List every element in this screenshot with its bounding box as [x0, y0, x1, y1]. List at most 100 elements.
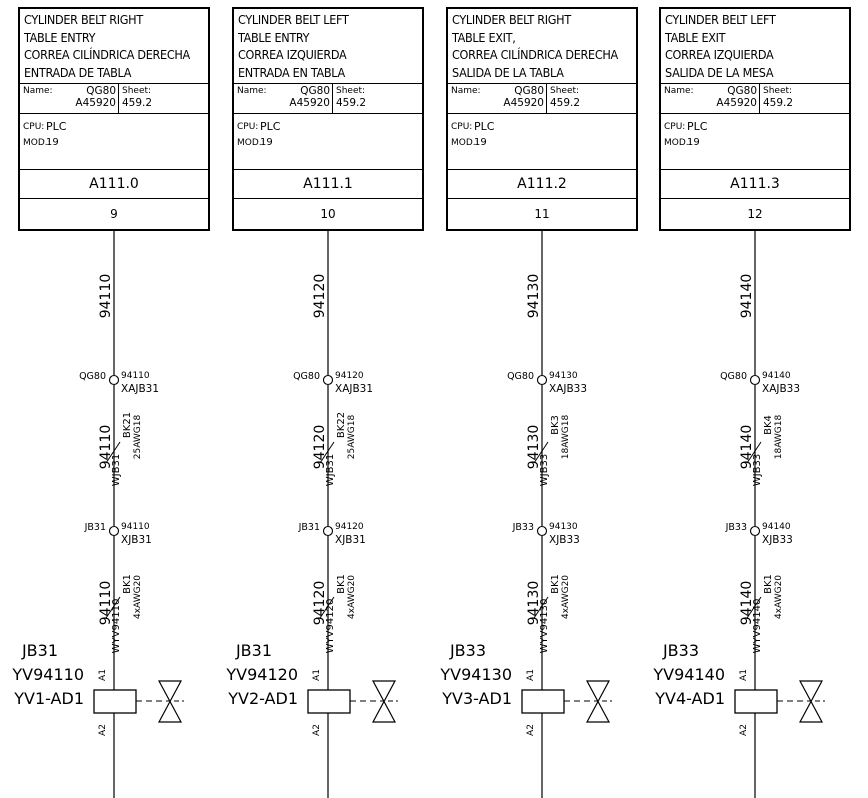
terminal-strip: XAJB31	[335, 383, 373, 395]
pin-label: A2	[98, 724, 108, 736]
terminal-source: QG80	[507, 371, 534, 382]
terminal-strip: XAJB31	[121, 383, 159, 395]
cable-color: BK1	[122, 574, 133, 594]
mod-label: MOD.:	[451, 138, 479, 148]
terminal-number: 94140	[762, 371, 791, 381]
cable-color: BK22	[336, 412, 347, 438]
pin-label: A2	[312, 724, 322, 736]
valve-symbol	[798, 680, 824, 723]
terminal-strip: XJB31	[121, 534, 152, 546]
cable-color: BK1	[763, 574, 774, 594]
cable-wire-number: 94110	[98, 425, 114, 470]
cable-id: WYV94140	[752, 599, 763, 654]
drawing-number: A45920	[289, 97, 330, 109]
solenoid-coil	[307, 689, 351, 714]
cable-id: WYV94110	[111, 599, 122, 654]
plc-address: A111.0	[20, 169, 208, 199]
plc-address: A111.1	[234, 169, 422, 199]
cable-color: BK1	[336, 574, 347, 594]
cable-wire-number: 94130	[526, 425, 542, 470]
column-number: 10	[320, 207, 336, 221]
valve-symbol	[585, 680, 611, 723]
description-line: TABLE ENTRY	[238, 29, 310, 45]
description-line: CYLINDER BELT RIGHT	[452, 12, 571, 27]
terminal-number: 94120	[335, 522, 364, 532]
name-value: QG80	[727, 85, 757, 97]
pin-label: A1	[526, 669, 536, 681]
cpu-value: PLC	[474, 120, 495, 133]
description-line: TABLE EXIT,	[452, 29, 516, 45]
terminal-source: JB33	[512, 522, 534, 533]
device-tag: YV94120	[225, 665, 298, 684]
cable-mark	[319, 441, 335, 464]
description-line: CYLINDER BELT LEFT	[238, 12, 349, 27]
terminal-strip: XJB33	[762, 534, 793, 546]
cable-mark	[105, 596, 121, 619]
terminal-number: 94130	[549, 371, 578, 381]
name-value: QG80	[86, 85, 116, 97]
sheet-label: Sheet:	[122, 86, 152, 96]
column-number: 9	[110, 207, 118, 221]
junction-box-label: JB31	[21, 641, 58, 660]
terminal-symbol	[108, 525, 120, 537]
valve-symbol	[371, 680, 397, 723]
device-name: YV3-AD1	[441, 689, 512, 708]
pin-label: A2	[739, 724, 749, 736]
cable-spec: 25AWG18	[347, 415, 357, 460]
cable-wire-number: 94130	[526, 581, 542, 626]
terminal-symbol	[322, 374, 334, 386]
description-line: CYLINDER BELT RIGHT	[24, 12, 143, 27]
cable-color: BK3	[550, 415, 561, 435]
junction-box-label: JB31	[235, 641, 272, 660]
cable-wire-number: 94120	[312, 425, 328, 470]
wire-number: 94130	[526, 274, 542, 319]
drawing-number: A45920	[716, 97, 757, 109]
solenoid-coil	[93, 689, 137, 714]
device-name: YV4-AD1	[654, 689, 725, 708]
drawing-number: A45920	[75, 97, 116, 109]
plc-address: A111.2	[448, 169, 636, 199]
cable-mark	[533, 441, 549, 464]
cpu-value: PLC	[260, 120, 281, 133]
terminal-symbol	[108, 374, 120, 386]
sheet-value: 459.2	[763, 97, 794, 109]
name-value: QG80	[300, 85, 330, 97]
cable-wire-number: 94140	[739, 425, 755, 470]
cable-color: BK1	[550, 574, 561, 594]
wire-number: 94110	[98, 274, 114, 319]
sheet-label: Sheet:	[336, 86, 366, 96]
divider	[759, 84, 760, 114]
mod-label: MOD.:	[237, 138, 265, 148]
cable-mark	[746, 441, 762, 464]
cable-color: BK21	[122, 412, 133, 438]
description-line: CORREA IZQUIERDA	[665, 47, 774, 62]
valve-symbol	[157, 680, 183, 723]
terminal-symbol	[536, 525, 548, 537]
pin-label: A1	[98, 669, 108, 681]
cable-spec: 18AWG18	[774, 415, 784, 460]
mod-label: MOD.:	[664, 138, 692, 148]
description-line: ENTRADA DE TABLA	[24, 64, 132, 80]
description-line: CORREA CILÍNDRICA DERECHA	[24, 47, 190, 62]
drawing-number: A45920	[503, 97, 544, 109]
cable-id: WJB33	[752, 454, 763, 486]
pin-label: A1	[739, 669, 749, 681]
cable-mark	[105, 441, 121, 464]
terminal-number: 94140	[762, 522, 791, 532]
cable-mark	[533, 596, 549, 619]
plc-address: A111.3	[661, 169, 849, 199]
name-label: Name:	[23, 86, 53, 96]
